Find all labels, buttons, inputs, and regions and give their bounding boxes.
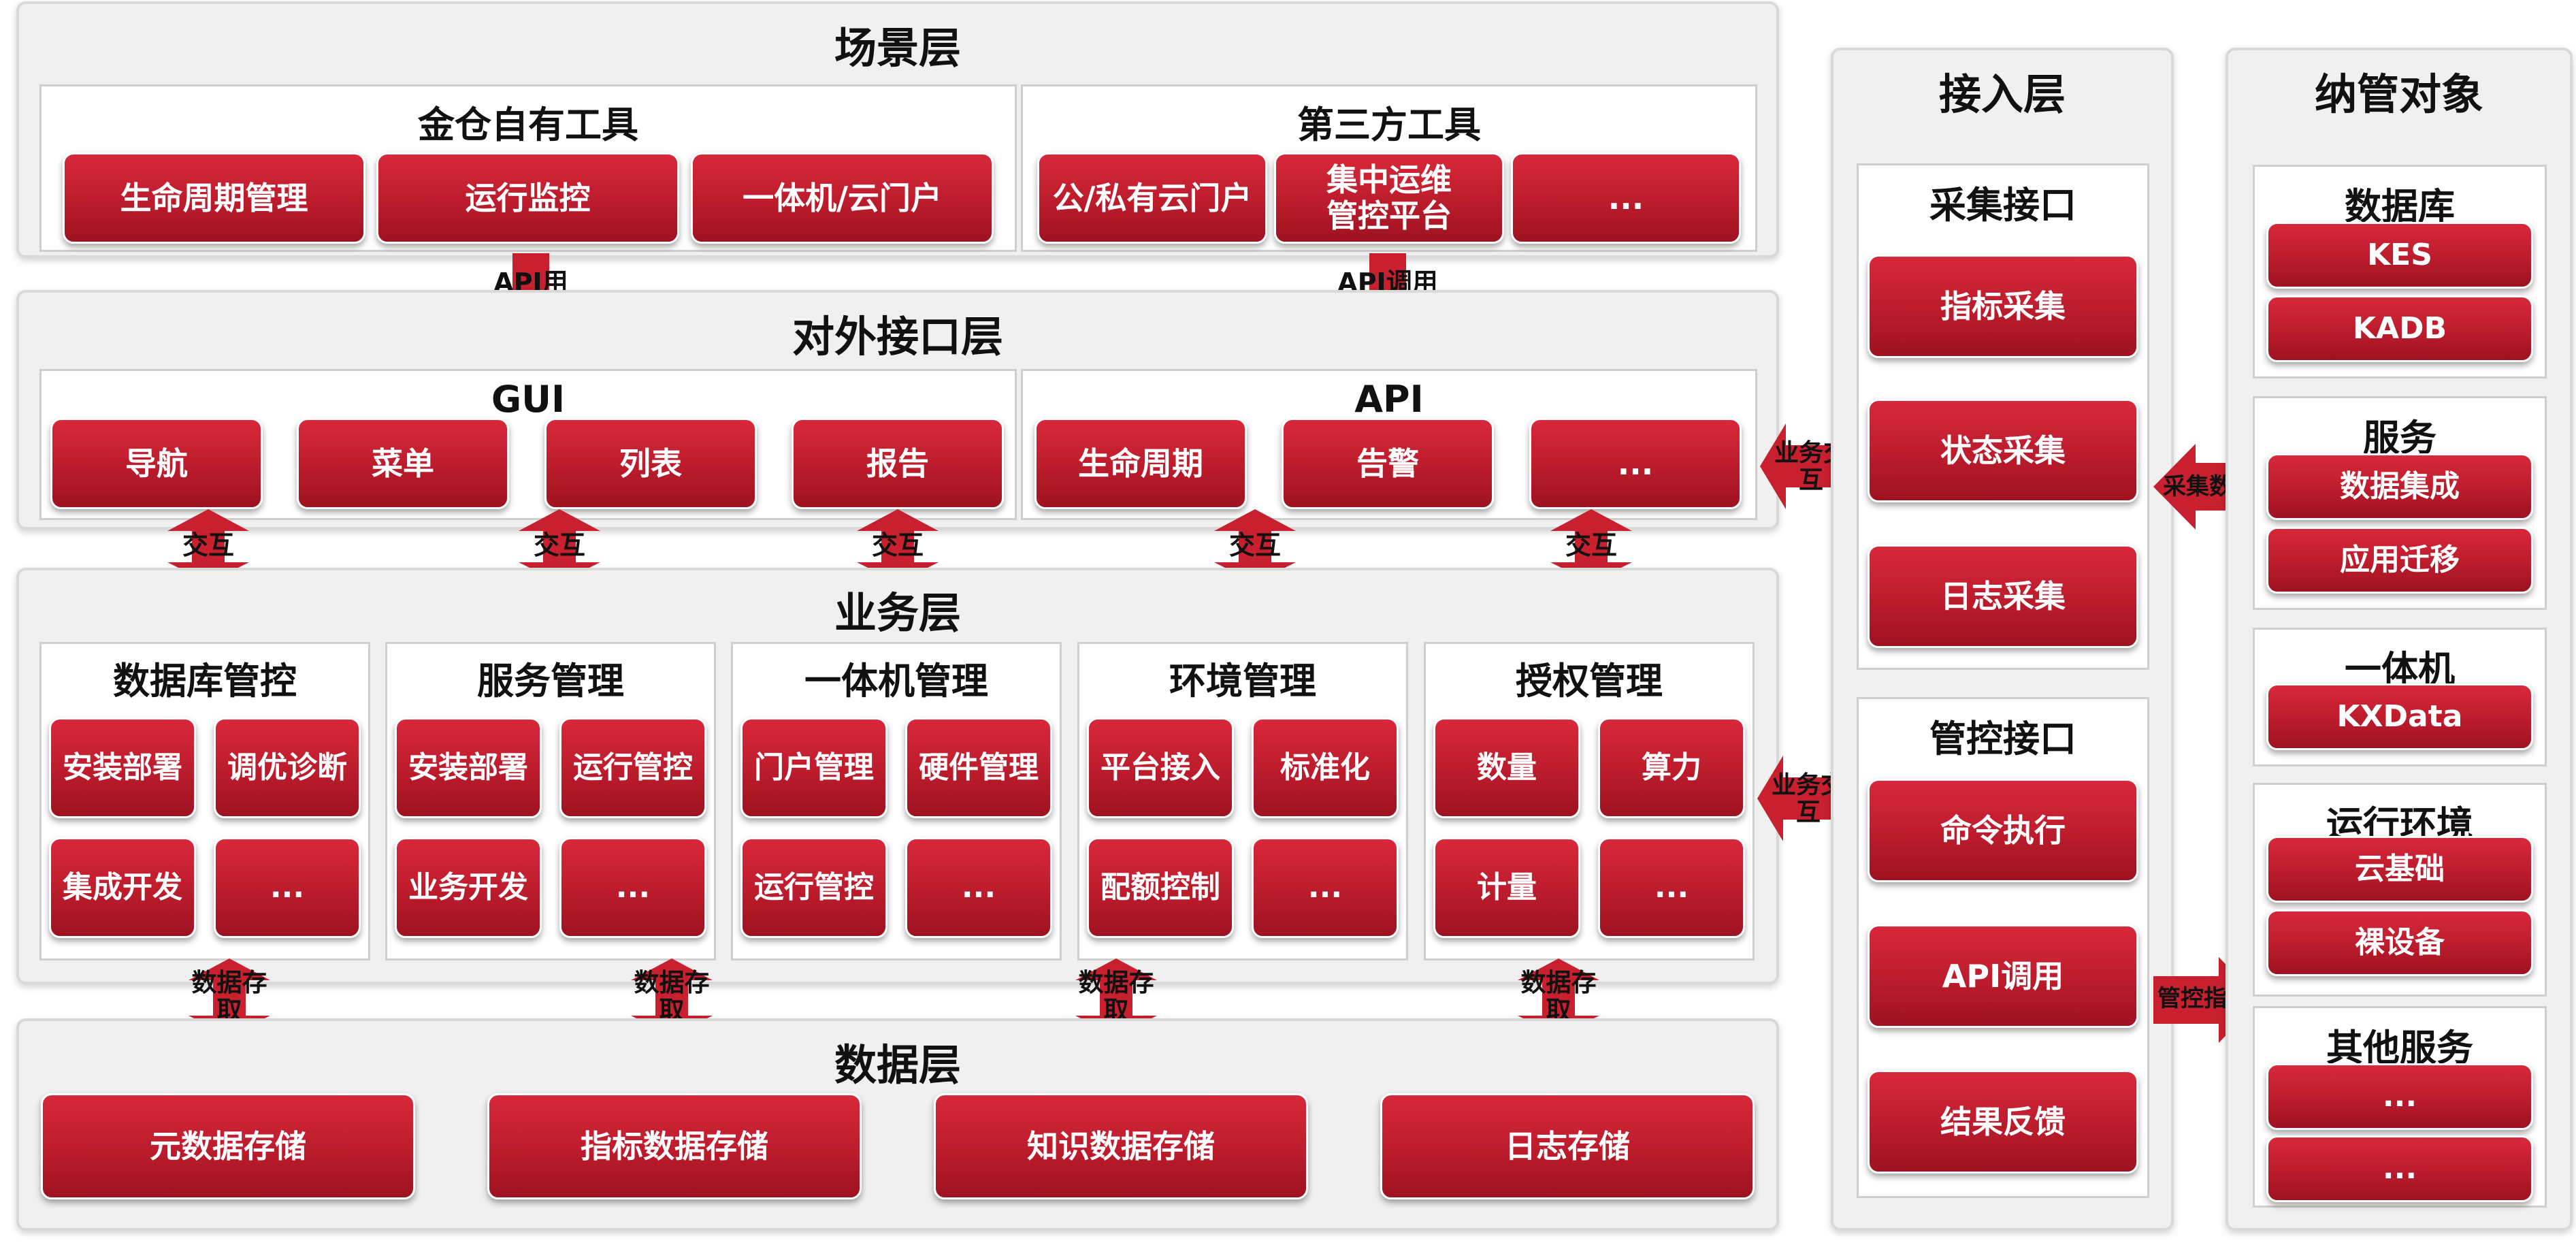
collect-interface-title: 采集接口 <box>1929 184 2076 227</box>
control-interface-title: 管控接口 <box>1929 717 2076 760</box>
db-more-button[interactable]: ... <box>214 837 361 938</box>
api-invocation-button[interactable]: API调用 <box>1868 924 2138 1028</box>
other-service-more-button-2[interactable]: ... <box>2266 1135 2533 1202</box>
data-access-arrow-1 <box>189 958 270 1036</box>
interaction-arrow-4 <box>1214 509 1296 583</box>
third-party-more-button[interactable]: ... <box>1511 152 1741 244</box>
log-collection-button[interactable]: 日志采集 <box>1868 545 2138 648</box>
kadb-button[interactable]: KADB <box>2266 295 2533 362</box>
metadata-storage-button[interactable]: 元数据存储 <box>41 1093 415 1199</box>
managed-service-title: 服务 <box>2363 417 2436 459</box>
gui-list-button[interactable]: 列表 <box>544 418 757 509</box>
gui-navigation-button[interactable]: 导航 <box>50 418 263 509</box>
gui-report-button[interactable]: 报告 <box>792 418 1004 509</box>
data-access-arrow-2 <box>631 958 713 1036</box>
appl-runtime-control-button[interactable]: 运行管控 <box>740 837 887 938</box>
appl-hardware-management-button[interactable]: 硬件管理 <box>905 717 1052 818</box>
appliance-management-title: 一体机管理 <box>804 660 988 703</box>
license-more-button[interactable]: ... <box>1598 837 1745 938</box>
interaction-arrow-1 <box>167 509 249 583</box>
kxdata-button[interactable]: KXData <box>2266 683 2533 750</box>
status-collection-button[interactable]: 状态采集 <box>1868 399 2138 502</box>
db-integration-dev-button[interactable]: 集成开发 <box>49 837 196 938</box>
data-access-arrow-4 <box>1518 958 1599 1036</box>
license-compute-button[interactable]: 算力 <box>1598 717 1745 818</box>
result-feedback-button[interactable]: 结果反馈 <box>1868 1070 2138 1174</box>
svc-runtime-control-button[interactable]: 运行管控 <box>559 717 706 818</box>
db-install-deploy-button[interactable]: 安装部署 <box>49 717 196 818</box>
interaction-label-4: 交互 <box>1228 530 1281 561</box>
data-access-arrow-3 <box>1075 958 1157 1036</box>
gui-menu-button[interactable]: 菜单 <box>297 418 509 509</box>
env-more-button[interactable]: ... <box>1252 837 1399 938</box>
environment-management-title: 环境管理 <box>1169 660 1316 703</box>
data-layer-title: 数据层 <box>834 1040 961 1090</box>
svc-install-deploy-button[interactable]: 安装部署 <box>395 717 542 818</box>
service-management-title: 服务管理 <box>477 660 624 703</box>
metric-collection-button[interactable]: 指标采集 <box>1868 255 2138 358</box>
command-execution-button[interactable]: 命令执行 <box>1868 779 2138 882</box>
api-lifecycle-button[interactable]: 生命周期 <box>1034 418 1247 509</box>
scene-layer-title: 场景层 <box>834 23 961 73</box>
interaction-label-2: 交互 <box>533 530 585 561</box>
interaction-arrow-5 <box>1550 509 1632 583</box>
managed-other-services-title: 其他服务 <box>2326 1027 2473 1069</box>
log-storage-button[interactable]: 日志存储 <box>1380 1093 1755 1199</box>
cloud-infrastructure-button[interactable]: 云基础 <box>2266 836 2533 903</box>
interaction-arrow-2 <box>519 509 600 583</box>
api-alert-button[interactable]: 告警 <box>1282 418 1494 509</box>
lifecycle-management-button[interactable]: 生命周期管理 <box>63 152 365 244</box>
gui-title: GUI <box>491 378 566 421</box>
license-metering-button[interactable]: 计量 <box>1433 837 1580 938</box>
db-tuning-diagnosis-button[interactable]: 调优诊断 <box>214 717 361 818</box>
api-more-button[interactable]: ... <box>1529 418 1742 509</box>
application-migration-button[interactable]: 应用迁移 <box>2266 527 2533 594</box>
other-service-more-button-1[interactable]: ... <box>2266 1063 2533 1130</box>
interaction-label-1: 交互 <box>182 530 234 561</box>
metric-data-storage-button[interactable]: 指标数据存储 <box>487 1093 862 1199</box>
access-layer-title: 接入层 <box>1938 69 2066 119</box>
svc-more-button[interactable]: ... <box>559 837 706 938</box>
managed-database-title: 数据库 <box>2345 185 2455 228</box>
kes-button[interactable]: KES <box>2266 222 2533 289</box>
database-control-title: 数据库管控 <box>113 660 297 703</box>
appl-portal-management-button[interactable]: 门户管理 <box>740 717 887 818</box>
own-tools-title: 金仓自有工具 <box>418 103 638 146</box>
bare-metal-button[interactable]: 裸设备 <box>2266 909 2533 976</box>
license-management-title: 授权管理 <box>1516 660 1663 703</box>
svc-business-dev-button[interactable]: 业务开发 <box>395 837 542 938</box>
data-integration-button[interactable]: 数据集成 <box>2266 453 2533 520</box>
third-party-tools-title: 第三方工具 <box>1297 103 1481 146</box>
api-title: API <box>1354 378 1424 421</box>
data-access-label-3: 数据存 取 <box>1078 968 1154 1025</box>
interface-layer-title: 对外接口层 <box>792 312 1003 361</box>
interaction-arrow-3 <box>857 509 939 583</box>
license-quantity-button[interactable]: 数量 <box>1433 717 1580 818</box>
env-standardization-button[interactable]: 标准化 <box>1252 717 1399 818</box>
appl-more-button[interactable]: ... <box>905 837 1052 938</box>
managed-objects-title: 纳管对象 <box>2314 69 2483 119</box>
business-layer-title: 业务层 <box>834 588 961 638</box>
centralized-ops-platform-button[interactable]: 集中运维 管控平台 <box>1274 152 1504 244</box>
runtime-monitoring-button[interactable]: 运行监控 <box>376 152 679 244</box>
knowledge-data-storage-button[interactable]: 知识数据存储 <box>934 1093 1308 1199</box>
interaction-label-3: 交互 <box>871 530 924 561</box>
env-quota-control-button[interactable]: 配额控制 <box>1087 837 1234 938</box>
interaction-label-5: 交互 <box>1565 530 1617 561</box>
appliance-cloud-portal-button[interactable]: 一体机/云门户 <box>691 152 994 244</box>
env-platform-access-button[interactable]: 平台接入 <box>1087 717 1234 818</box>
public-private-cloud-portal-button[interactable]: 公/私有云门户 <box>1037 152 1267 244</box>
